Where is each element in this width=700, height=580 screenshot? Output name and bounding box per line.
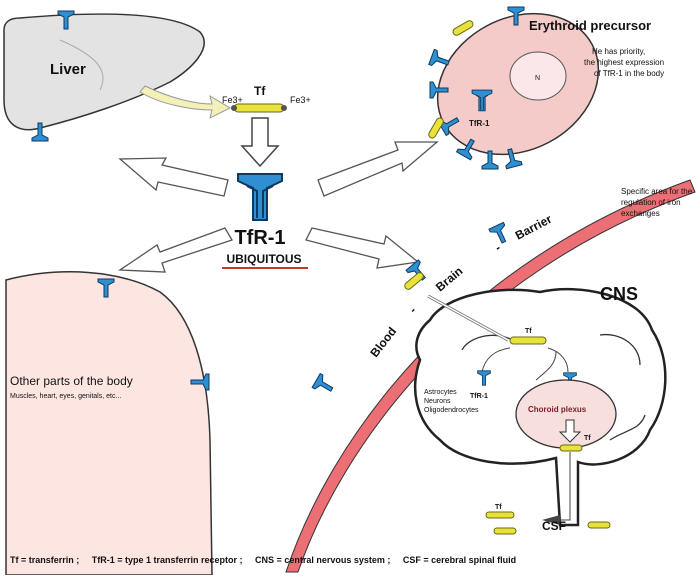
- iron-label-left: Fe3+: [222, 95, 243, 105]
- ubiquitous-label: UBIQUITOUS: [226, 252, 301, 266]
- erythroid-transferrin-top: [451, 18, 475, 38]
- arrow-to-erythroid: [317, 141, 439, 197]
- nucleus-label: N: [535, 75, 540, 82]
- transferrin-bar: [233, 103, 285, 113]
- barrier-note-line: regulation of iron: [621, 198, 681, 207]
- iron-atom-left: [231, 105, 237, 111]
- csf-transferrin-mid: [493, 527, 517, 535]
- barrier-word-brain: Brain: [433, 264, 466, 294]
- nucleus: [509, 51, 567, 101]
- arrow-to-barrier: [305, 227, 420, 269]
- barrier-word-dash: -: [493, 240, 503, 254]
- cns-cell: Astrocytes: [424, 389, 457, 396]
- erythroid-receptor-label: TfR-1: [469, 119, 490, 128]
- tf-to-receptor-arrow: [547, 347, 569, 373]
- erythroid-note-line: of TfR-1 in the body: [594, 69, 664, 78]
- central-receptor-icon: [237, 173, 283, 221]
- cns-transferrin-top: [509, 336, 547, 345]
- cns-title: CNS: [600, 284, 638, 304]
- arrow-to-body: [118, 227, 233, 273]
- cns-cell: Oligodendrocytes: [424, 407, 479, 414]
- transferrin-label: Tf: [254, 84, 266, 98]
- choroid-transferrin: [559, 444, 583, 452]
- erythroid-note-line: the highest expression: [584, 58, 664, 67]
- body-title: Other parts of the body: [10, 374, 133, 388]
- choroid-tf-label: Tf: [584, 435, 591, 442]
- liver: Liver: [3, 13, 205, 131]
- iron-atom-right: [281, 105, 287, 111]
- cns-cell-list: Astrocytes Neurons Oligodendrocytes: [424, 389, 479, 414]
- body-subtitle: Muscles, heart, eyes, genitals, etc...: [10, 393, 121, 400]
- central-receptor-label: TfR-1: [234, 227, 285, 249]
- body-region: [5, 271, 213, 576]
- liver-to-transferrin-arrow: [139, 85, 232, 119]
- cns-cell: Neurons: [424, 398, 451, 405]
- arrow-to-liver: [118, 157, 229, 197]
- choroid-down-arrow: [558, 419, 582, 443]
- liver-label: Liver: [50, 61, 86, 78]
- iron-label-right: Fe3+: [290, 95, 311, 105]
- barrier-word-blood: Blood: [367, 324, 399, 359]
- cns-tf-top-label: Tf: [525, 328, 532, 335]
- tf-to-cells-arrow: [481, 347, 511, 373]
- choroid-label: Choroid plexus: [528, 405, 587, 414]
- erythroid-precursor: N TfR-1: [436, 12, 600, 156]
- csf-transferrin-left: [485, 511, 515, 519]
- legend: Tf = transferrin ; TfR-1 = type 1 transf…: [10, 555, 516, 565]
- csf-label: CSF: [542, 519, 566, 533]
- erythroid-note: He has priority, the highest expression …: [584, 47, 664, 78]
- barrier-word-dash: -: [406, 303, 419, 316]
- erythroid-title: Erythroid precursor: [529, 18, 651, 33]
- erythroid-note-line: He has priority,: [592, 47, 645, 56]
- transferrin-down-arrow: [240, 117, 280, 168]
- csf-transferrin-right: [587, 521, 611, 529]
- barrier-note: Specific area for the regulation of iron…: [621, 187, 693, 218]
- csf-channel: [560, 452, 571, 521]
- barrier-word-barrier: Barrier: [513, 212, 555, 243]
- barrier-note-line: Specific area for the: [621, 187, 693, 196]
- barrier-note-line: exchanges: [621, 209, 660, 218]
- cns-receptor-label: TfR-1: [470, 393, 488, 400]
- barrier-receptor-left: [311, 373, 337, 397]
- transferrin: Tf Fe3+ Fe3+: [222, 84, 311, 113]
- choroid-to-tf-arrow: [535, 351, 557, 381]
- barrier-transferrin: [402, 270, 426, 292]
- blood-brain-barrier: [285, 179, 696, 573]
- csf-tf-label: Tf: [495, 504, 502, 511]
